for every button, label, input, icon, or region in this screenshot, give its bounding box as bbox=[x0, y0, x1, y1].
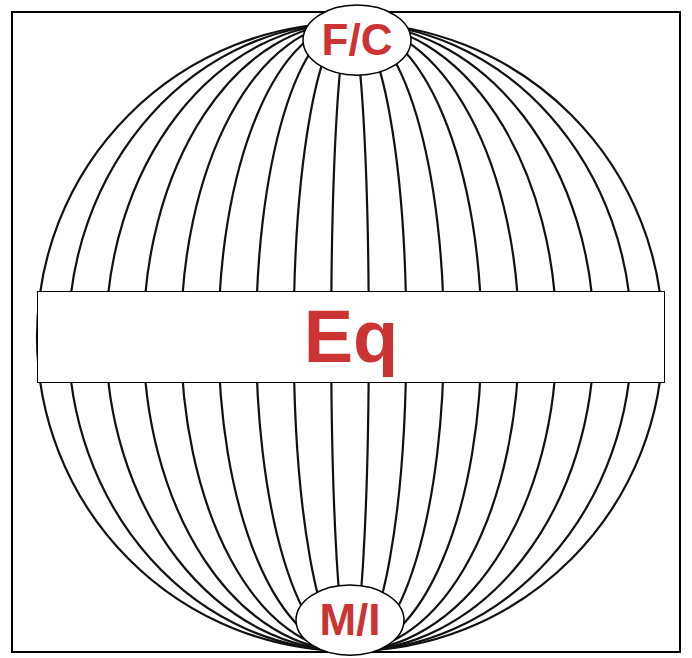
pole-ellipse: M/I bbox=[295, 584, 405, 656]
spindle-fibre bbox=[294, 23, 407, 651]
equator-band: Eq bbox=[37, 291, 665, 382]
pole-ellipse: F/C bbox=[302, 4, 412, 76]
pole-label: F/C bbox=[322, 18, 393, 62]
pole-label: M/I bbox=[319, 598, 380, 642]
frame bbox=[12, 12, 680, 652]
pole-ellipse-outline bbox=[296, 585, 404, 655]
pole-ellipse-outline bbox=[303, 5, 411, 75]
pole-label: Eq bbox=[304, 294, 399, 379]
